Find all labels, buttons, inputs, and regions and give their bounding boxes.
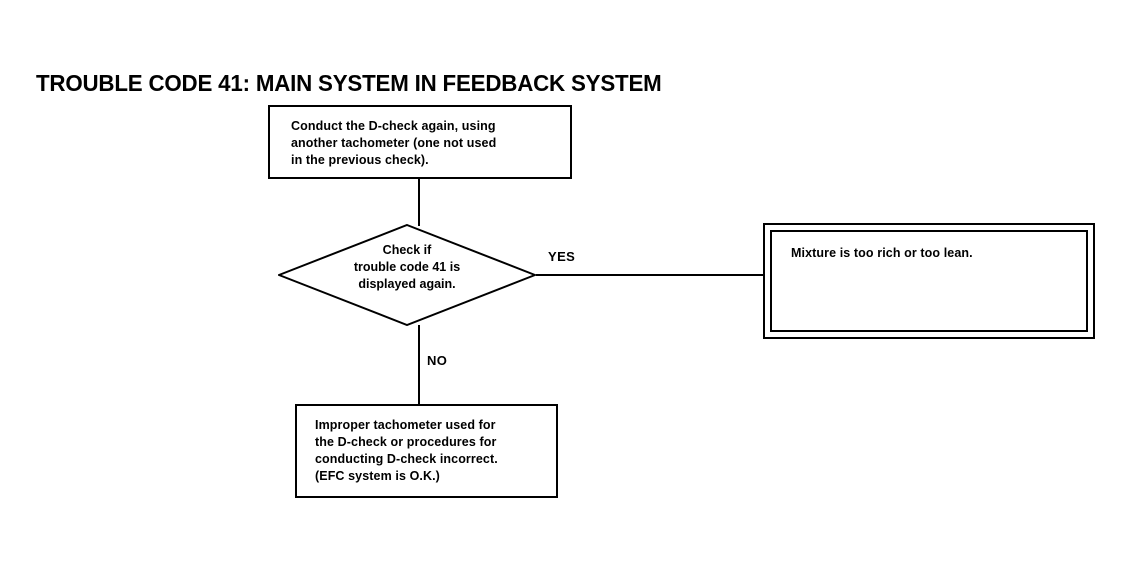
connector-decision-no xyxy=(418,325,420,405)
diamond-shape-icon xyxy=(278,224,536,326)
edge-label-no: NO xyxy=(427,353,448,368)
edge-label-yes: YES xyxy=(548,249,576,264)
connector-start-to-decision xyxy=(418,179,420,226)
flow-node-start-action-label: Conduct the D-check again, using another… xyxy=(291,119,497,167)
connector-decision-yes xyxy=(536,274,764,276)
flow-node-decision-label: Check if trouble code 41 is displayed ag… xyxy=(353,243,461,291)
flow-node-result-yes: Mixture is too rich or too lean. xyxy=(763,223,1095,339)
flow-node-result-yes-label: Mixture is too rich or too lean. xyxy=(791,246,973,260)
flow-node-result-no-label: Improper tachometer used for the D-check… xyxy=(315,418,498,483)
flow-node-decision: Check if trouble code 41 is displayed ag… xyxy=(278,224,536,326)
flow-node-start-action: Conduct the D-check again, using another… xyxy=(268,105,572,179)
page-title: TROUBLE CODE 41: MAIN SYSTEM IN FEEDBACK… xyxy=(36,70,662,96)
flow-node-result-no: Improper tachometer used for the D-check… xyxy=(295,404,558,498)
